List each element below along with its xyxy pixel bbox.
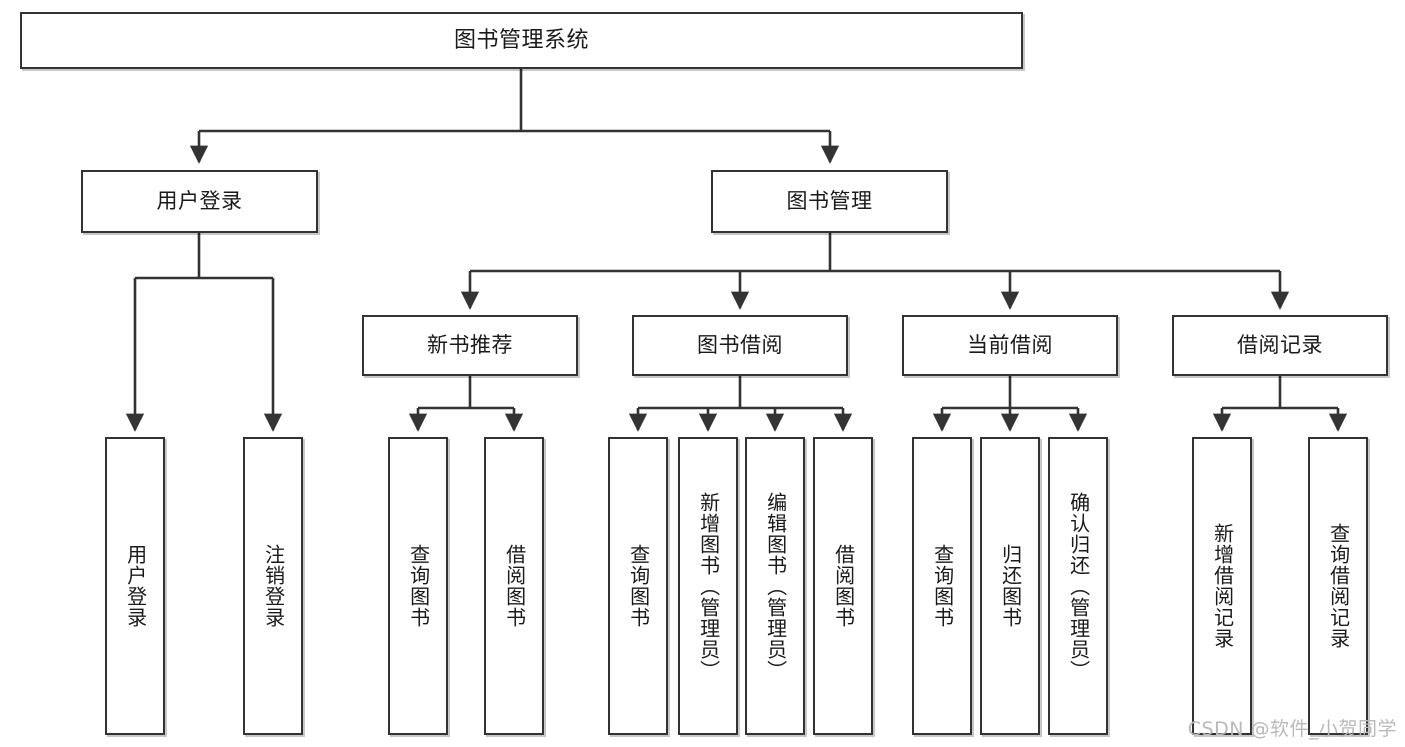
node-label: 借阅图书	[502, 544, 527, 628]
node-user-login[interactable]: 用户登录	[81, 170, 318, 233]
node-label: 当前借阅	[967, 333, 1053, 358]
leaf-records-add-record[interactable]: 新增借阅记录	[1192, 437, 1252, 735]
node-label: 新增借阅记录	[1210, 523, 1235, 649]
node-new-book-recommend[interactable]: 新书推荐	[362, 315, 578, 376]
leaf-current-return-book[interactable]: 归还图书	[980, 437, 1040, 735]
leaf-user-login-signout[interactable]: 注销登录	[243, 437, 303, 735]
node-label: 用户登录	[156, 189, 243, 214]
leaf-new-book-query[interactable]: 查询图书	[388, 437, 448, 735]
node-book-borrow[interactable]: 图书借阅	[632, 315, 848, 376]
node-label: 确认归还（管理员）	[1066, 491, 1091, 681]
node-label: 借阅图书	[831, 544, 856, 628]
node-label: 新书推荐	[427, 333, 513, 358]
node-label: 查询图书	[930, 544, 955, 628]
node-label: 查询借阅记录	[1326, 523, 1351, 649]
node-root-system[interactable]: 图书管理系统	[20, 12, 1023, 69]
node-current-borrow[interactable]: 当前借阅	[902, 315, 1118, 376]
node-label: 新增图书（管理员）	[696, 491, 721, 681]
node-book-management[interactable]: 图书管理	[711, 170, 948, 233]
leaf-borrow-add-book-admin[interactable]: 新增图书（管理员）	[678, 437, 738, 735]
node-label: 用户登录	[123, 544, 148, 628]
leaf-user-login-signin[interactable]: 用户登录	[105, 437, 165, 735]
node-label: 归还图书	[998, 544, 1023, 628]
leaf-current-query-book[interactable]: 查询图书	[912, 437, 972, 735]
node-label: 查询图书	[626, 544, 651, 628]
leaf-borrow-edit-book-admin[interactable]: 编辑图书（管理员）	[745, 437, 805, 735]
node-label: 图书借阅	[697, 333, 783, 358]
leaf-records-query-record[interactable]: 查询借阅记录	[1308, 437, 1368, 735]
node-label: 图书管理系统	[453, 27, 589, 53]
node-label: 注销登录	[261, 544, 286, 628]
leaf-borrow-query-book[interactable]: 查询图书	[608, 437, 668, 735]
node-label: 查询图书	[406, 544, 431, 628]
leaf-current-confirm-return-admin[interactable]: 确认归还（管理员）	[1048, 437, 1108, 735]
node-label: 编辑图书（管理员）	[763, 491, 788, 681]
node-borrow-records[interactable]: 借阅记录	[1172, 315, 1388, 376]
leaf-new-book-borrow[interactable]: 借阅图书	[484, 437, 544, 735]
node-label: 图书管理	[786, 189, 873, 214]
leaf-borrow-borrow-book[interactable]: 借阅图书	[813, 437, 873, 735]
node-label: 借阅记录	[1237, 333, 1323, 358]
